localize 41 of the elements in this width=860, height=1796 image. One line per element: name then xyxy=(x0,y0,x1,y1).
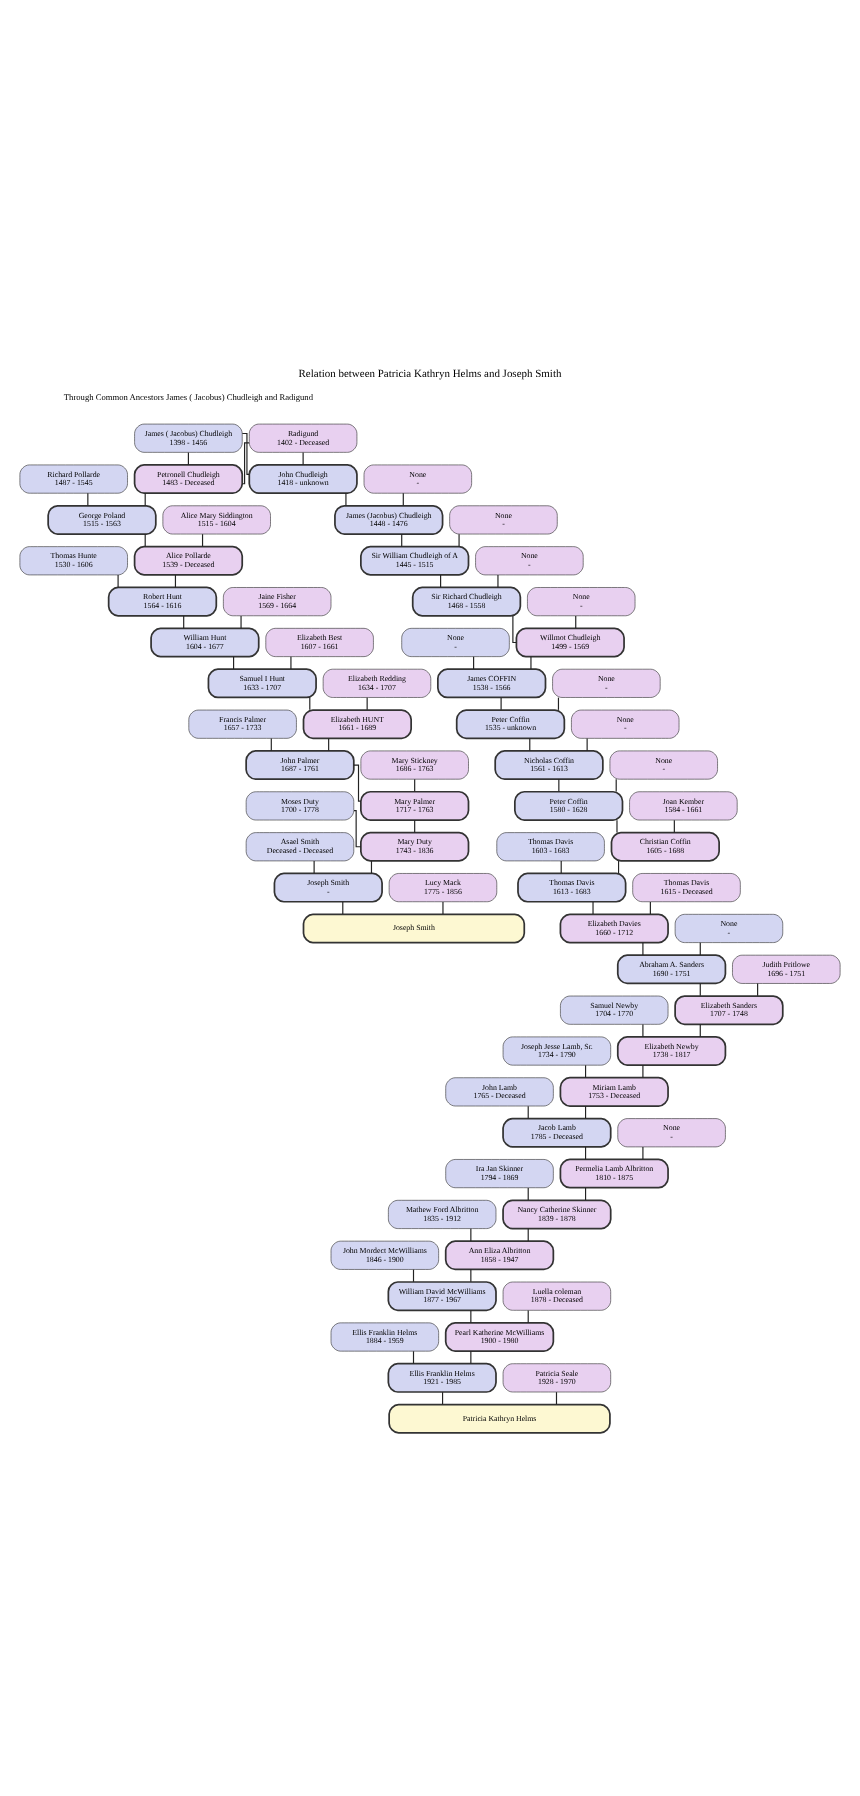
connector xyxy=(527,1308,529,1323)
connector xyxy=(345,491,347,506)
connector xyxy=(529,736,531,751)
connector xyxy=(313,859,315,873)
connector xyxy=(302,450,304,465)
connector xyxy=(353,763,362,801)
connector xyxy=(353,809,362,847)
connector xyxy=(616,818,618,832)
connector xyxy=(144,491,146,506)
connector xyxy=(558,777,560,792)
connector xyxy=(412,1349,415,1364)
connector xyxy=(241,431,250,474)
connector xyxy=(240,614,242,628)
connector xyxy=(442,900,444,914)
connector xyxy=(497,573,499,587)
connector xyxy=(470,1227,472,1241)
connector xyxy=(642,1145,644,1159)
connector xyxy=(458,532,460,546)
connector xyxy=(699,1022,701,1037)
connector xyxy=(470,1349,472,1364)
connector xyxy=(414,777,416,792)
connector xyxy=(117,573,119,587)
connector xyxy=(592,900,594,914)
connector xyxy=(530,655,532,669)
connector xyxy=(470,1308,472,1323)
connector xyxy=(366,696,368,710)
connector xyxy=(512,614,517,643)
connector xyxy=(290,655,292,669)
connector xyxy=(615,777,617,792)
connector xyxy=(642,1063,644,1078)
connector xyxy=(87,491,89,506)
connector xyxy=(586,736,588,751)
connector xyxy=(642,1022,644,1037)
connector xyxy=(402,491,404,506)
connector xyxy=(470,1268,472,1282)
connector xyxy=(270,736,272,751)
connector xyxy=(500,696,502,710)
connector xyxy=(642,941,644,955)
connector xyxy=(241,441,250,484)
connector xyxy=(328,736,330,751)
connector xyxy=(584,1063,587,1078)
